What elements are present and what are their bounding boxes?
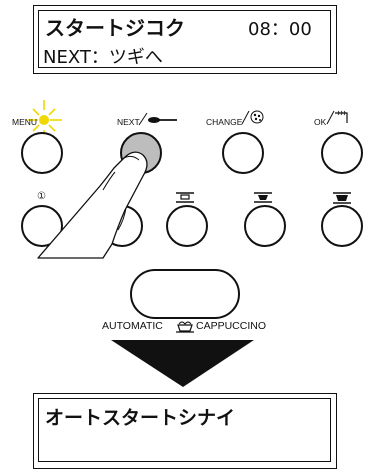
bottom-display-screen <box>38 398 331 462</box>
spoon-icon <box>138 112 177 126</box>
top-display-line1: スタートジコク <box>45 16 185 40</box>
ok-button[interactable] <box>321 132 363 174</box>
cappuccino-cup-icon <box>176 321 194 333</box>
coffee-cup-icon <box>254 192 272 203</box>
bottom-display-line1: オートスタートシナイ <box>45 407 236 429</box>
hidden-button[interactable] <box>101 205 143 247</box>
top-display-time: 08：00 <box>248 19 312 40</box>
coffee-bean-icon <box>241 110 264 125</box>
power-button[interactable] <box>21 205 63 247</box>
top-display-line2: NEXT：ツギへ <box>43 47 163 68</box>
next-button[interactable] <box>120 132 162 174</box>
menu-label: MENU <box>12 117 38 127</box>
top-display-screen <box>38 10 331 68</box>
automatic-label: AUTOMATIC <box>102 320 163 332</box>
ok-label: OK <box>314 117 327 127</box>
next-label: NEXT <box>117 117 140 127</box>
espresso-cup-icon <box>176 192 194 203</box>
coffee-button[interactable] <box>244 205 286 247</box>
steam-wand-icon <box>326 110 348 125</box>
menu-button[interactable] <box>21 132 63 174</box>
cappuccino-label: CAPPUCCINO <box>196 320 267 332</box>
change-label: CHANGE <box>206 117 243 127</box>
espresso-button[interactable] <box>166 205 208 247</box>
top-display <box>33 5 337 74</box>
power-icon: ① <box>37 191 46 202</box>
large-coffee-cup-icon <box>333 192 351 204</box>
large-coffee-button[interactable] <box>321 205 363 247</box>
automatic-cappuccino-button[interactable] <box>130 269 240 319</box>
change-button[interactable] <box>222 132 264 174</box>
